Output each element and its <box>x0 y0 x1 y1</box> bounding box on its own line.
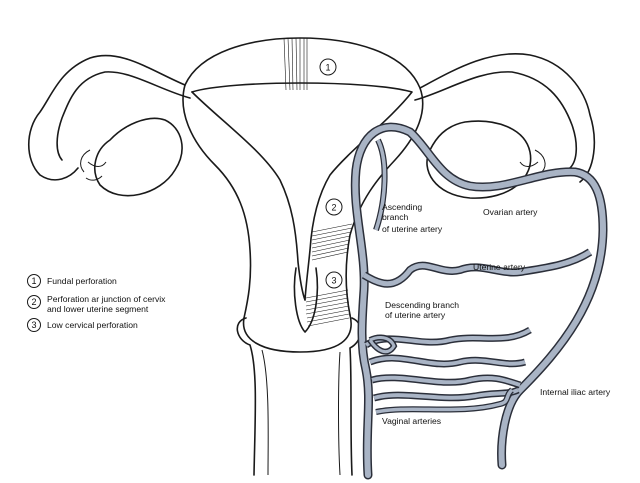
uterus-drawing <box>28 37 596 476</box>
svg-text:1: 1 <box>325 63 330 73</box>
marker-3: 3 <box>325 271 343 289</box>
legend-item-2: 2 Perforation ar junction of cervix and … <box>27 294 166 314</box>
legend-item-3: 3 Low cervical perforation <box>27 318 138 332</box>
svg-text:2: 2 <box>31 297 36 307</box>
svg-text:Perforation ar junction of cer: Perforation ar junction of cervix <box>47 294 166 304</box>
marker-2: 2 <box>325 198 343 216</box>
svg-text:Fundal perforation: Fundal perforation <box>47 276 117 286</box>
artery-labels: Ascending branch of uterine artery Ovari… <box>382 202 611 426</box>
svg-text:3: 3 <box>331 276 336 286</box>
internal-iliac-artery-label: Internal iliac artery <box>540 387 611 397</box>
uterine-artery-fill <box>362 249 592 287</box>
ascending-branch-label-1: Ascending <box>382 202 422 212</box>
uterine-artery-label: Uterine artery <box>473 262 526 272</box>
ascending-branch-label-2: branch <box>382 212 408 222</box>
descending-branch-label-2: of uterine artery <box>385 310 446 320</box>
svg-text:3: 3 <box>31 320 36 330</box>
artery-network <box>350 122 608 480</box>
descending-branch-label-1: Descending branch <box>385 300 459 310</box>
junction-perforation-hatch <box>311 223 353 261</box>
svg-text:Low cervical perforation: Low cervical perforation <box>47 320 138 330</box>
legend-item-1: 1 Fundal perforation <box>27 274 117 288</box>
legend: 1 Fundal perforation 2 Perforation ar ju… <box>27 274 166 332</box>
low-cervical-perforation-hatch <box>305 289 350 327</box>
svg-text:1: 1 <box>31 276 36 286</box>
svg-text:2: 2 <box>331 203 336 213</box>
vaginal-arteries-label: Vaginal arteries <box>382 416 441 426</box>
svg-text:and lower uterine segment: and lower uterine segment <box>47 304 149 314</box>
ascending-branch-label-3: of uterine artery <box>382 224 443 234</box>
ovarian-artery-label: Ovarian artery <box>483 207 538 217</box>
fundal-perforation-hatch <box>283 37 308 91</box>
marker-1: 1 <box>319 58 337 76</box>
ascending-artery-fill <box>352 124 607 478</box>
